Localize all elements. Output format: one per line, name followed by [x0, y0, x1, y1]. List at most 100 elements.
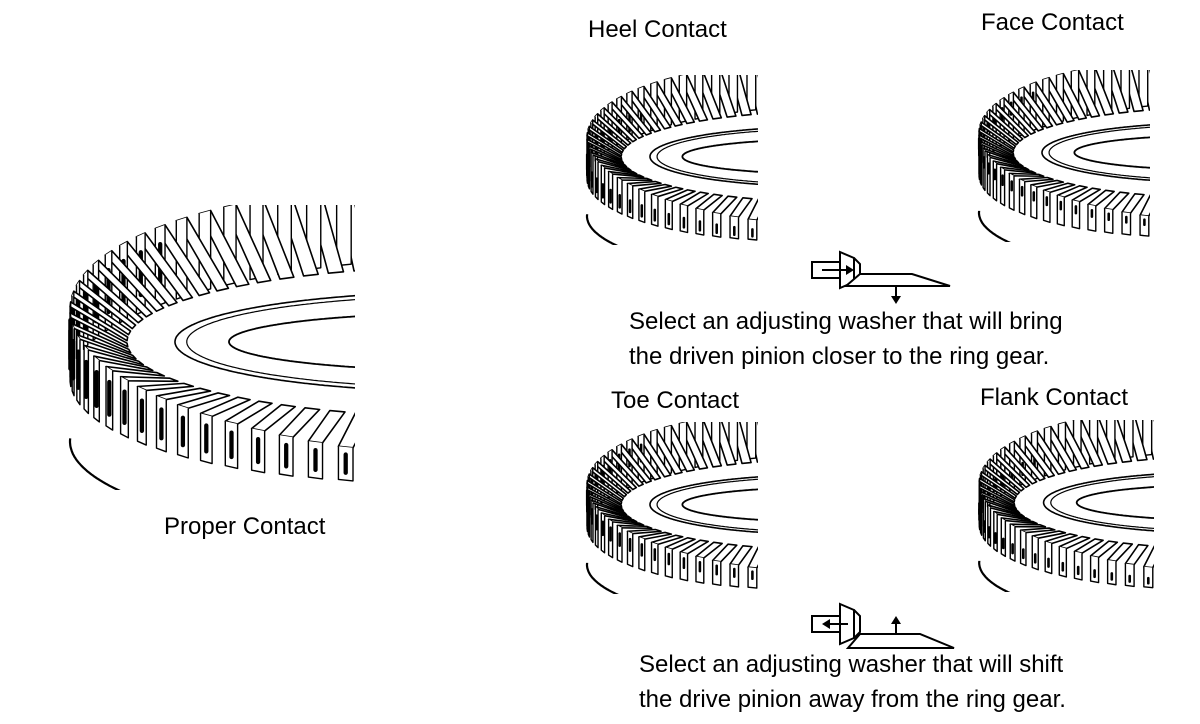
- heel-contact-gear-tooth: [590, 119, 628, 150]
- flank-contact-gear-tooth: [979, 490, 1018, 511]
- face-contact-gear-rim-1: [1041, 124, 1150, 181]
- face-contact-gear-tooth-face: [1138, 70, 1149, 108]
- instruction-closer: Select an adjusting washer that will bri…: [629, 305, 1063, 375]
- toe-contact-gear-tooth: [650, 534, 684, 546]
- toe-contact-gear-tooth: [594, 505, 632, 520]
- label-proper-contact: Proper Contact: [164, 513, 326, 540]
- face-contact-gear-tooth: [1008, 91, 1045, 132]
- proper-contact-gear-tooth: [69, 301, 129, 342]
- proper-contact-gear-tooth: [136, 382, 195, 392]
- face-contact-gear-tooth-face: [1056, 195, 1065, 227]
- proper-contact-gear-rim-2: [186, 299, 355, 385]
- heel-contact-gear-rim-3: [681, 140, 758, 173]
- heel-contact-gear-tooth: [616, 176, 653, 182]
- flank-contact-gear-tooth: [1043, 425, 1078, 473]
- face-contact-gear-tooth-face: [1071, 200, 1081, 230]
- flank-contact-gear-tooth-face: [993, 511, 998, 553]
- flank-contact-gear-rim-2: [1050, 476, 1154, 529]
- flank-contact-gear-tooth-face: [1058, 546, 1068, 578]
- flank-contact-gear-tooth: [1008, 440, 1046, 482]
- toe-contact-gear-outer-edge: [585, 562, 619, 594]
- proper-contact-gear: [68, 205, 355, 490]
- toe-contact-gear: [585, 422, 758, 594]
- face-contact-gear-rim-3: [1073, 136, 1150, 169]
- flank-contact-gear-tooth: [1143, 545, 1154, 569]
- proper-contact-gear-tooth-face: [335, 205, 352, 267]
- face-contact-gear-tooth-face: [979, 141, 983, 186]
- instruction-away-line1: Select an adjusting washer that will shi…: [639, 651, 1064, 678]
- proper-contact-gear-tooth: [175, 216, 230, 292]
- heel-contact-gear-rim-2: [656, 130, 758, 183]
- face-contact-gear-tooth-face: [1030, 184, 1038, 220]
- flank-contact-gear: [978, 420, 1154, 592]
- flank-contact-gear-rim-3: [1075, 486, 1154, 519]
- heel-contact-gear-outer-edge: [585, 213, 619, 245]
- label-heel-contact: Heel Contact: [588, 16, 727, 43]
- face-contact-gear-tooth-face: [1042, 190, 1051, 224]
- instruction-away: Select an adjusting washer that will shi…: [639, 648, 1066, 718]
- instruction-closer-line2: the driven pinion closer to the ring gea…: [629, 342, 1050, 370]
- heel-contact-gear-tooth: [587, 145, 625, 165]
- proper-contact-gear-rim-1: [174, 294, 355, 389]
- flank-contact-gear-tooth: [978, 477, 1016, 503]
- proper-contact-gear-outer-edge: [68, 438, 121, 490]
- proper-contact-gear-tooth: [154, 224, 211, 297]
- toe-contact-gear-tooth: [616, 524, 653, 530]
- heel-contact-gear-tooth: [695, 193, 723, 211]
- label-face-contact: Face Contact: [981, 9, 1124, 36]
- face-contact-gear-tooth-face: [982, 148, 986, 192]
- flank-contact-gear-tooth-face: [1073, 551, 1083, 581]
- label-flank-contact: Flank Contact: [980, 384, 1129, 411]
- face-contact-gear: [977, 70, 1150, 242]
- face-contact-gear-tooth-face: [1018, 179, 1026, 216]
- pinion-away-arrow-icon: [811, 602, 955, 649]
- face-contact-gear-tooth: [1018, 176, 1054, 183]
- heel-contact-gear-tooth: [626, 90, 662, 133]
- proper-contact-gear-rim-3: [228, 315, 355, 369]
- face-contact-gear-rim-2: [1048, 126, 1150, 179]
- face-contact-gear-tooth: [982, 114, 1020, 146]
- toe-contact-gear-rim-2: [656, 478, 758, 531]
- heel-contact-gear-tooth: [638, 183, 673, 193]
- face-contact-gear-tooth: [1042, 182, 1076, 194]
- proper-contact-gear-tooth: [104, 249, 165, 313]
- toe-contact-gear-tooth: [600, 512, 638, 523]
- proper-contact-gear-tooth: [118, 240, 178, 307]
- toe-contact-gear-tooth: [664, 537, 696, 551]
- flank-contact-gear-tooth: [982, 464, 1021, 496]
- heel-contact-gear-tooth: [594, 113, 632, 146]
- flank-contact-gear-outer-edge: [978, 560, 1011, 592]
- pinion-closer-arrow-icon: [811, 250, 951, 304]
- flank-contact-gear-tooth-face: [987, 505, 992, 547]
- toe-contact-gear-tooth: [590, 499, 628, 516]
- toe-contact-gear-tooth: [616, 443, 653, 484]
- face-contact-gear-tooth-face: [986, 154, 991, 197]
- heel-contact-gear-tooth: [664, 189, 696, 203]
- toe-contact-gear-tooth: [626, 438, 662, 481]
- heel-contact-gear: [585, 75, 758, 245]
- flank-contact-gear-tooth: [1019, 527, 1056, 534]
- label-toe-contact: Toe Contact: [611, 387, 740, 414]
- flank-contact-gear-tooth-face: [1009, 524, 1016, 562]
- proper-contact-gear-tooth: [93, 355, 154, 372]
- face-contact-gear-tooth: [982, 147, 1020, 164]
- heel-contact-gear-rim-1: [649, 128, 758, 186]
- flank-contact-gear-tooth: [1124, 543, 1149, 566]
- flank-contact-gear-tooth-face: [1142, 420, 1153, 457]
- flank-contact-gear-tooth: [1009, 523, 1047, 528]
- instruction-away-line2: the drive pinion away from the ring gear…: [639, 685, 1066, 713]
- face-contact-gear-tooth: [1008, 172, 1045, 178]
- face-contact-gear-tooth: [986, 153, 1024, 168]
- flank-contact-gear-tooth-face: [1019, 530, 1027, 567]
- face-contact-gear-tooth: [1041, 76, 1075, 123]
- face-contact-gear-tooth: [1030, 179, 1065, 188]
- flank-contact-gear-tooth-face: [1031, 535, 1039, 571]
- toe-contact-gear-tooth-face: [746, 422, 757, 460]
- flank-contact-gear-tooth-face: [1000, 517, 1007, 558]
- proper-contact-gear-tooth: [119, 375, 179, 383]
- toe-contact-gear-rim-3: [681, 488, 758, 521]
- proper-contact-gear-tooth: [307, 409, 346, 444]
- toe-contact-gear-tooth: [626, 528, 662, 535]
- face-contact-gear-outer-edge: [977, 210, 1011, 242]
- heel-contact-gear-tooth: [626, 180, 662, 187]
